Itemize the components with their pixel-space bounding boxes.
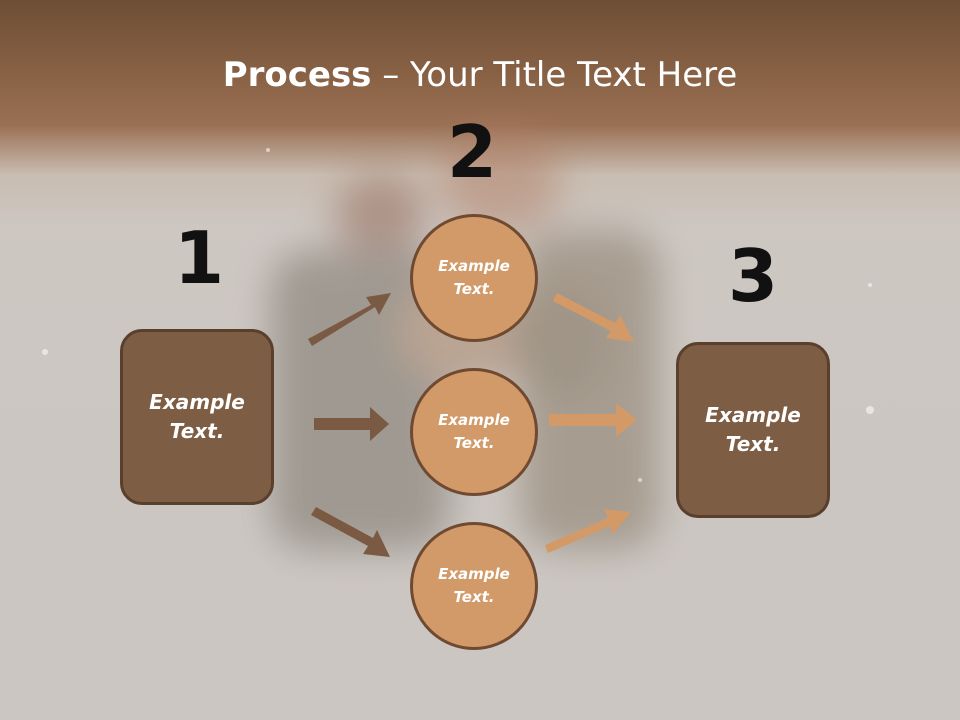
arrow-left-middle-icon (314, 407, 389, 441)
arrow-right-up-icon (553, 293, 634, 342)
circle-text-line2: Text. (453, 280, 495, 298)
circle-text-line1: Example (438, 257, 510, 275)
step-2-number: 2 (446, 110, 498, 194)
step-2-circle-bottom: Example Text. (410, 522, 538, 650)
step-3-text-line1: Example (705, 403, 801, 427)
circle-text-line1: Example (438, 411, 510, 429)
circle-text-line1: Example (438, 565, 510, 583)
arrow-right-down-icon (545, 509, 631, 553)
slide-title: Process – Your Title Text Here (0, 52, 960, 98)
step-2-circle-middle: Example Text. (410, 368, 538, 496)
title-bold: Process (222, 55, 372, 95)
circle-text-line2: Text. (453, 588, 495, 606)
circle-text-line2: Text. (453, 434, 495, 452)
step-2-circle-top: Example Text. (410, 214, 538, 342)
step-3-text-line2: Text. (725, 432, 781, 456)
arrow-right-middle-icon (549, 403, 637, 437)
step-1-number: 1 (173, 216, 225, 300)
step-1-box: Example Text. (120, 329, 274, 505)
step-3-box: Example Text. (676, 342, 830, 518)
arrow-left-down-icon (311, 507, 390, 557)
arrow-left-up-icon (308, 293, 391, 346)
step-1-text-line1: Example (149, 390, 245, 414)
step-3-number: 3 (727, 234, 779, 318)
step-1-text-line2: Text. (169, 419, 225, 443)
title-rest: – Your Title Text Here (371, 55, 738, 95)
